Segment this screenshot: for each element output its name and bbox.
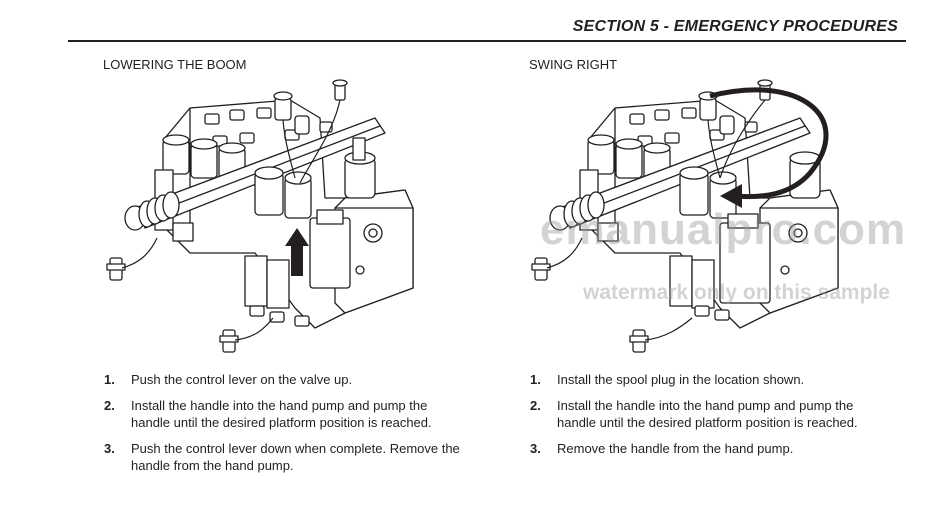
list-item: 2. Install the handle into the hand pump… <box>104 397 464 431</box>
step-number: 3. <box>530 441 541 456</box>
list-item: 3. Push the control lever down when comp… <box>104 440 464 474</box>
list-item: 3. Remove the handle from the hand pump. <box>530 440 890 457</box>
step-number: 2. <box>104 398 115 413</box>
right-column-title: SWING RIGHT <box>529 57 618 72</box>
step-text: Install the spool plug in the location s… <box>557 372 805 387</box>
step-text: Push the control lever on the valve up. <box>131 372 353 387</box>
step-number: 2. <box>530 398 541 413</box>
left-steps-list: 1. Push the control lever on the valve u… <box>104 371 464 483</box>
left-column-title: LOWERING THE BOOM <box>103 57 247 72</box>
list-item: 1. Push the control lever on the valve u… <box>104 371 464 388</box>
valve-illustration-swing-right <box>531 79 839 353</box>
list-item: 1. Install the spool plug in the locatio… <box>530 371 890 388</box>
step-number: 1. <box>104 372 115 387</box>
step-text: Install the handle into the hand pump an… <box>131 398 432 430</box>
section-title: SECTION 5 - EMERGENCY PROCEDURES <box>572 18 898 35</box>
header-rule <box>68 40 906 42</box>
step-number: 1. <box>530 372 541 387</box>
right-steps-list: 1. Install the spool plug in the locatio… <box>530 371 890 466</box>
step-text: Remove the handle from the hand pump. <box>557 441 794 456</box>
valve-illustration-lower-boom <box>106 79 414 353</box>
list-item: 2. Install the handle into the hand pump… <box>530 397 890 431</box>
step-text: Install the handle into the hand pump an… <box>557 398 858 430</box>
push-up-arrow-icon <box>285 228 309 276</box>
step-number: 3. <box>104 441 115 456</box>
step-text: Push the control lever down when complet… <box>131 441 460 473</box>
curved-arrow-icon <box>709 87 829 208</box>
